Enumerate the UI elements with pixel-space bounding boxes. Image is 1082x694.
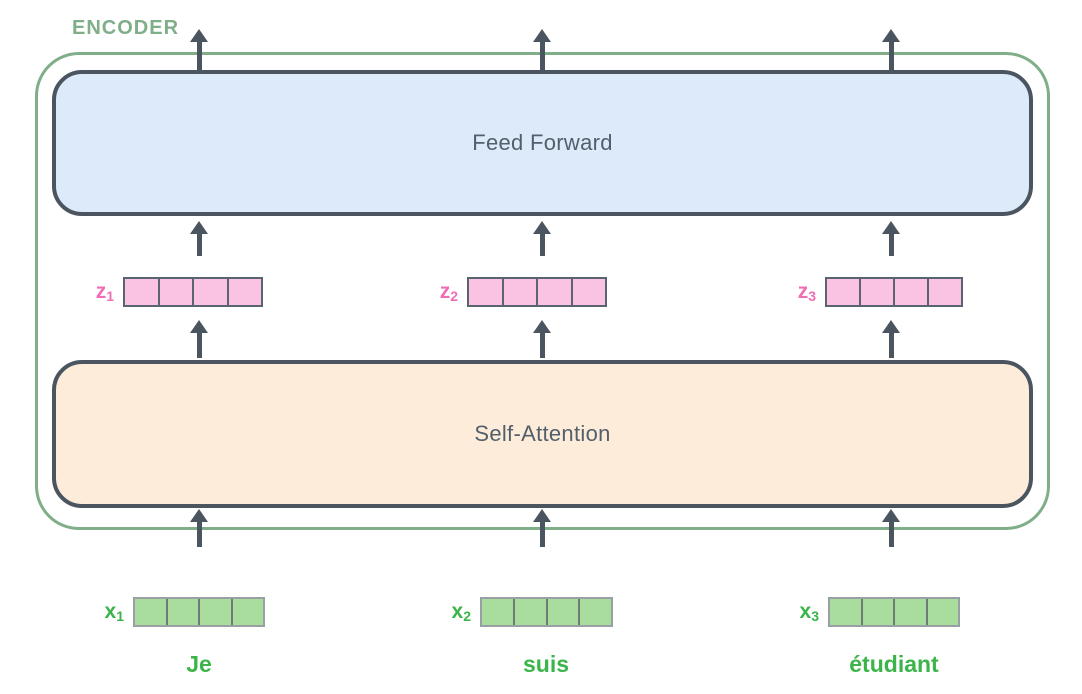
vector-cell xyxy=(925,599,958,625)
vector-cell xyxy=(578,599,611,625)
feed-forward-box: Feed Forward xyxy=(52,70,1033,216)
vector-cell xyxy=(469,279,502,305)
x1-vector xyxy=(133,597,265,627)
z2-vector xyxy=(467,277,607,307)
vector-cell xyxy=(165,599,198,625)
z1-vector xyxy=(123,277,263,307)
x3-vector xyxy=(828,597,960,627)
x2-label: x2 xyxy=(451,600,471,624)
token-word: Je xyxy=(186,651,212,677)
z3-label: z3 xyxy=(797,280,816,304)
x1-label: x1 xyxy=(104,600,124,624)
up-arrow-icon xyxy=(190,29,208,70)
vector-cell xyxy=(545,599,579,625)
vector-cell xyxy=(157,279,192,305)
self-attention-box: Self-Attention xyxy=(52,360,1033,508)
up-arrow-icon xyxy=(533,221,551,256)
up-arrow-icon xyxy=(882,320,900,358)
up-arrow-icon xyxy=(882,29,900,70)
vector-cell xyxy=(198,599,231,625)
vector-cell xyxy=(230,599,263,625)
vector-cell xyxy=(482,599,513,625)
vector-cell xyxy=(830,599,861,625)
up-arrow-icon xyxy=(882,221,900,256)
up-arrow-icon xyxy=(190,221,208,256)
up-arrow-icon xyxy=(190,320,208,358)
up-arrow-icon xyxy=(533,509,551,547)
token-word: étudiant xyxy=(849,651,939,677)
self-attention-label: Self-Attention xyxy=(474,421,611,446)
vector-cell xyxy=(859,279,893,305)
up-arrow-icon xyxy=(190,509,208,547)
x2-vector xyxy=(480,597,613,627)
vector-cell xyxy=(827,279,859,305)
vector-cell xyxy=(893,279,927,305)
up-arrow-icon xyxy=(533,29,551,70)
vector-cell xyxy=(927,279,961,305)
z1-label: z1 xyxy=(95,280,114,304)
vector-cell xyxy=(226,279,261,305)
vector-cell xyxy=(135,599,166,625)
feed-forward-label: Feed Forward xyxy=(472,130,613,155)
vector-cell xyxy=(860,599,893,625)
z3-vector xyxy=(825,277,963,307)
encoder-label: ENCODER xyxy=(72,17,180,39)
vector-cell xyxy=(570,279,605,305)
z2-label: z2 xyxy=(439,280,458,304)
vector-cell xyxy=(536,279,571,305)
x3-label: x3 xyxy=(799,600,819,624)
up-arrow-icon xyxy=(882,509,900,547)
token-word: suis xyxy=(522,651,570,677)
vector-cell xyxy=(501,279,536,305)
vector-cell xyxy=(512,599,546,625)
up-arrow-icon xyxy=(533,320,551,358)
vector-cell xyxy=(192,279,227,305)
vector-cell xyxy=(125,279,158,305)
vector-cell xyxy=(893,599,926,625)
